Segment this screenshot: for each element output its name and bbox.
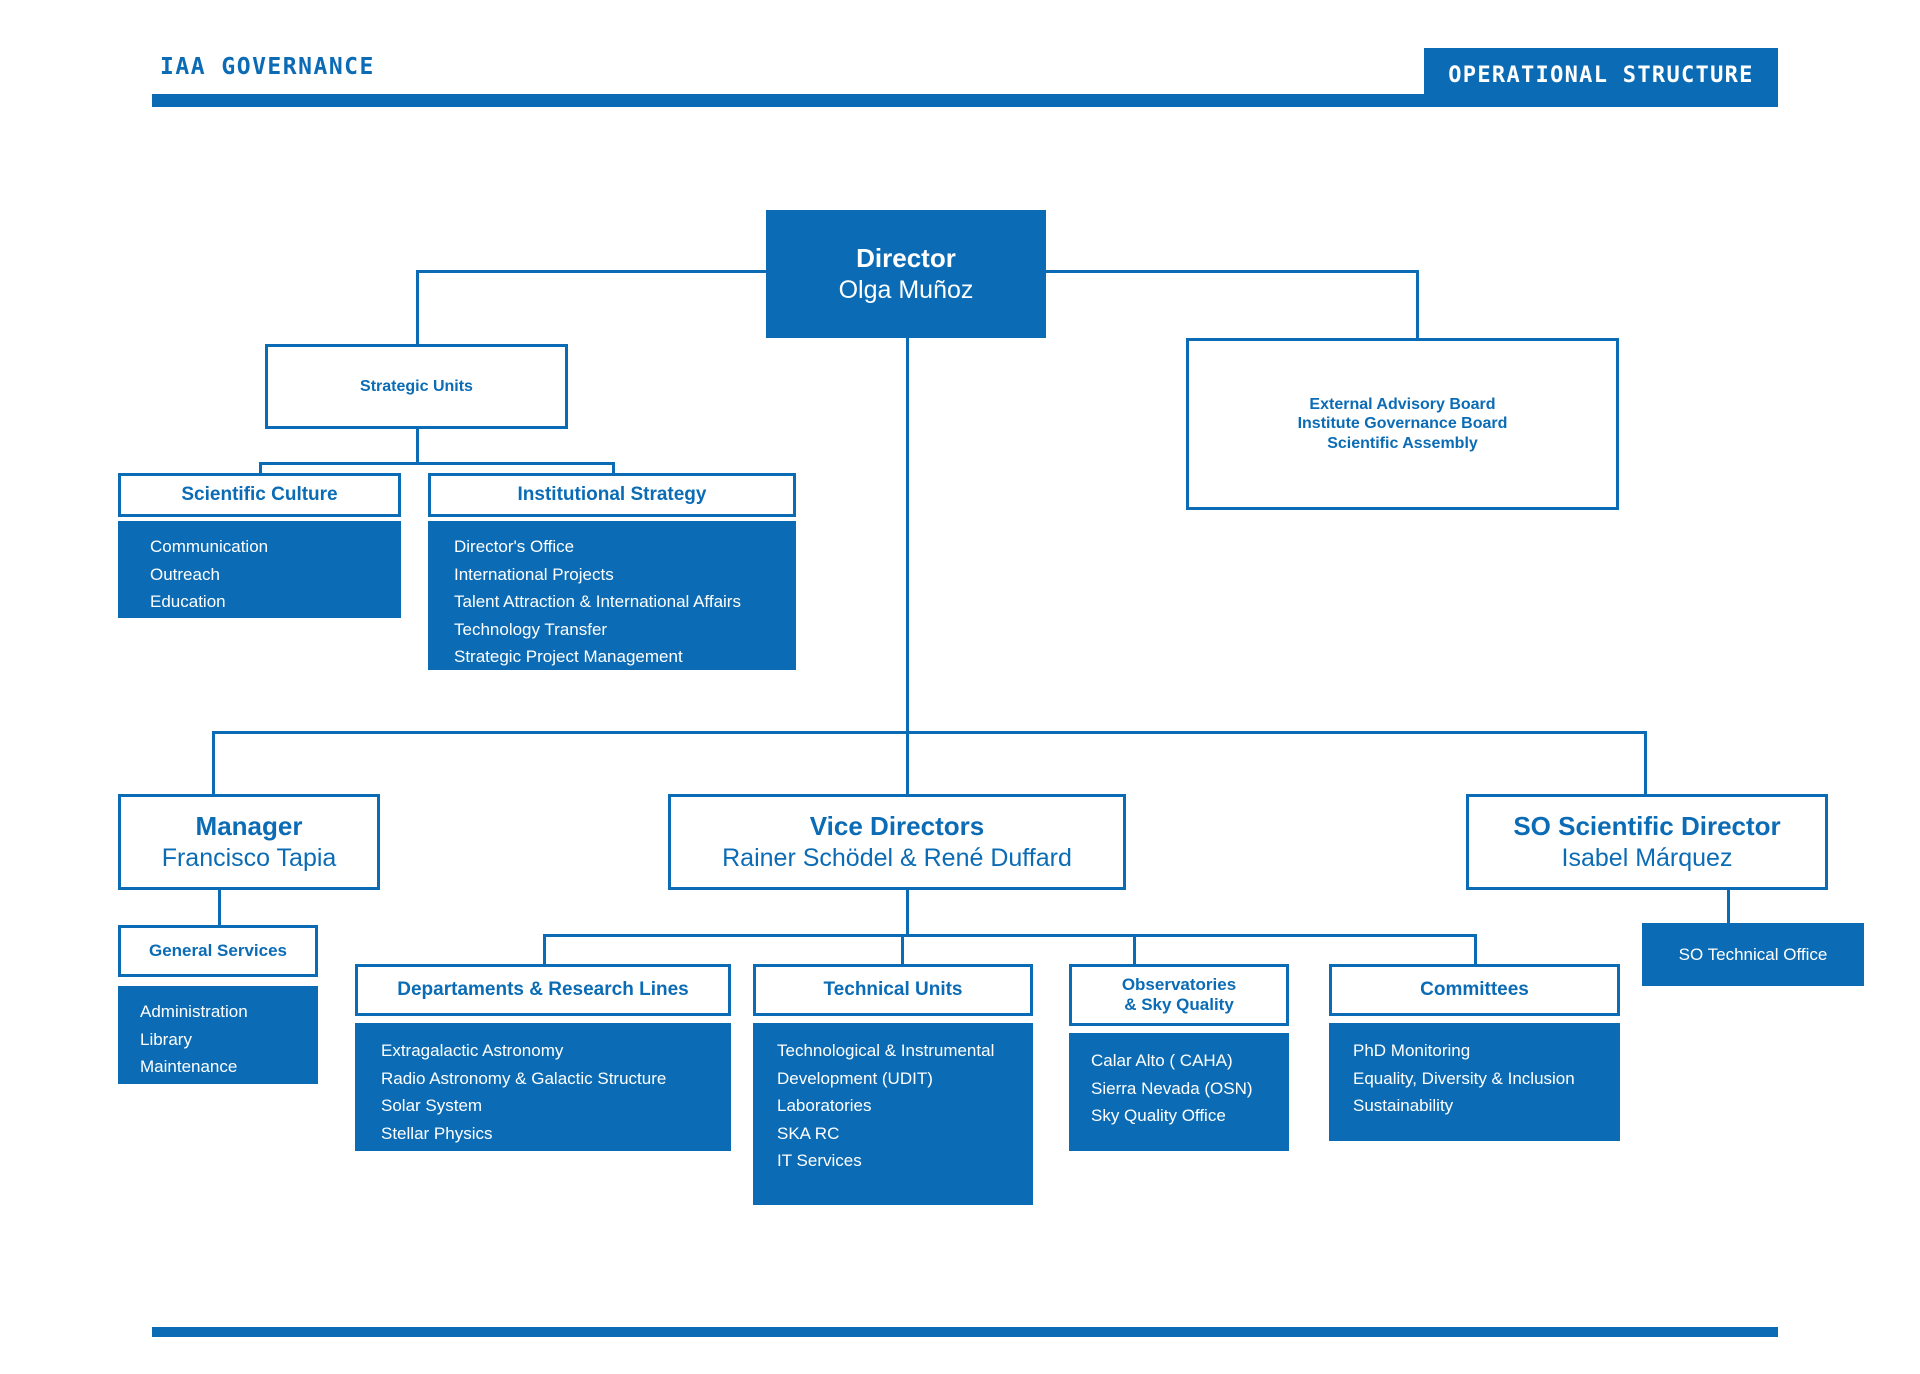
page-header: IAA GOVERNANCE OPERATIONAL STRUCTURE	[0, 0, 1920, 120]
general-services-title: General Services	[149, 940, 287, 960]
list-item: Extragalactic Astronomy	[381, 1041, 564, 1060]
connector-vd-to-committees	[1474, 934, 1477, 964]
list-item: Communication	[150, 537, 269, 556]
list-item: Outreach	[150, 564, 220, 584]
list-item: Technology Transfer	[454, 619, 608, 639]
list-item: Equality, Diversity & Inclusion	[1353, 1068, 1575, 1088]
connector-su-down-stub	[416, 429, 419, 463]
list-general-services: Administration Library Maintenance	[118, 986, 318, 1084]
list-item: Calar Alto ( CAHA)	[1091, 1051, 1233, 1070]
node-strategic-units[interactable]: Strategic Units	[265, 344, 568, 429]
list-item: Library	[140, 1029, 192, 1049]
connector-director-main-spine	[906, 336, 909, 731]
list-item: Sky Quality Office	[1091, 1106, 1226, 1126]
list-item: Administration	[140, 1002, 248, 1021]
list-item: SKA RC	[777, 1123, 840, 1143]
header-divider-rule	[152, 94, 1778, 107]
list-item: Technological & Instrumental Development…	[777, 1041, 995, 1088]
connector-lower-bus	[212, 731, 1647, 734]
departments-title: Departaments & Research Lines	[397, 978, 689, 1000]
so-technical-office-label: SO Technical Office	[1678, 944, 1828, 964]
node-director[interactable]: Director Olga Muñoz	[766, 210, 1046, 338]
observatories-title-line1: Observatories	[1121, 974, 1237, 994]
board-scientific-assembly: Scientific Assembly	[1327, 434, 1478, 452]
node-institutional-strategy[interactable]: Institutional Strategy	[428, 473, 796, 517]
node-so-scientific-director[interactable]: SO Scientific Director Isabel Márquez	[1466, 794, 1828, 890]
scientific-culture-title: Scientific Culture	[181, 483, 338, 505]
connector-to-boards	[1416, 270, 1419, 338]
technical-units-title: Technical Units	[823, 978, 963, 1000]
node-manager[interactable]: Manager Francisco Tapia	[118, 794, 380, 890]
connector-to-so-scientific-director	[1644, 731, 1647, 794]
connector-to-vice-directors	[906, 731, 909, 794]
vice-directors-names: Rainer Schödel & René Duffard	[722, 843, 1072, 872]
node-vice-directors[interactable]: Vice Directors Rainer Schödel & René Duf…	[668, 794, 1126, 890]
director-name: Olga Muñoz	[838, 275, 974, 304]
node-governance-boards[interactable]: External Advisory Board Institute Govern…	[1186, 338, 1619, 510]
connector-vd-to-departments	[543, 934, 546, 964]
list-technical-units: Technological & Instrumental Development…	[753, 1023, 1033, 1205]
committees-title: Committees	[1420, 978, 1529, 1000]
list-item: Radio Astronomy & Galactic Structure	[381, 1068, 667, 1088]
list-item: PhD Monitoring	[1353, 1041, 1471, 1060]
connector-vd-to-technical-units	[901, 934, 904, 964]
manager-role: Manager	[195, 810, 303, 841]
list-item: International Projects	[454, 564, 614, 584]
list-item: Education	[150, 592, 226, 612]
list-institutional-strategy: Director's Office International Projects…	[428, 521, 796, 670]
observatories-title-line2: & Sky Quality	[1124, 995, 1234, 1014]
header-badge-label: OPERATIONAL STRUCTURE	[1448, 62, 1754, 88]
connector-to-strategic-units	[416, 270, 419, 344]
director-role: Director	[856, 242, 956, 273]
connector-vd-down-stub	[906, 890, 909, 936]
list-item: Solar System	[381, 1096, 483, 1116]
connector-su-to-scientific-culture	[259, 462, 262, 475]
list-item: Maintenance	[140, 1057, 238, 1077]
list-departments-research-lines: Extragalactic Astronomy Radio Astronomy …	[355, 1023, 731, 1151]
manager-name: Francisco Tapia	[161, 843, 337, 872]
node-so-technical-office[interactable]: SO Technical Office	[1642, 923, 1864, 986]
connector-su-bus	[259, 462, 615, 465]
list-item: Stellar Physics	[381, 1123, 493, 1143]
so-scientific-director-role: SO Scientific Director	[1513, 810, 1781, 841]
vice-directors-role: Vice Directors	[809, 810, 985, 841]
connector-to-manager	[212, 731, 215, 794]
node-committees[interactable]: Committees	[1329, 964, 1620, 1016]
institutional-strategy-title: Institutional Strategy	[517, 483, 707, 505]
list-item: Director's Office	[454, 537, 575, 556]
list-committees: PhD Monitoring Equality, Diversity & Inc…	[1329, 1023, 1620, 1141]
list-item: Sierra Nevada (OSN)	[1091, 1078, 1253, 1098]
connector-manager-to-general-services	[218, 890, 221, 927]
list-item: Strategic Project Management	[454, 647, 683, 667]
board-external-advisory: External Advisory Board	[1309, 395, 1496, 413]
node-scientific-culture[interactable]: Scientific Culture	[118, 473, 401, 517]
list-item: Laboratories	[777, 1096, 872, 1116]
node-departments-research-lines[interactable]: Departaments & Research Lines	[355, 964, 731, 1016]
connector-so-to-technical-office	[1727, 890, 1730, 923]
footer-divider-rule	[152, 1327, 1778, 1337]
header-badge: OPERATIONAL STRUCTURE	[1424, 48, 1778, 102]
list-item: Talent Attraction & International Affair…	[454, 592, 741, 612]
node-technical-units[interactable]: Technical Units	[753, 964, 1033, 1016]
node-general-services[interactable]: General Services	[118, 925, 318, 977]
list-item: IT Services	[777, 1151, 862, 1171]
page-title: IAA GOVERNANCE	[160, 54, 375, 80]
list-observatories-sky-quality: Calar Alto ( CAHA) Sierra Nevada (OSN) S…	[1069, 1033, 1289, 1151]
connector-su-to-institutional-strategy	[612, 462, 615, 475]
node-observatories-sky-quality[interactable]: Observatories & Sky Quality	[1069, 964, 1289, 1026]
list-scientific-culture: Communication Outreach Education	[118, 521, 401, 618]
connector-vd-to-observatories	[1133, 934, 1136, 964]
list-item: Sustainability	[1353, 1096, 1454, 1116]
strategic-units-title: Strategic Units	[360, 377, 473, 395]
board-institute-governance: Institute Governance Board	[1297, 415, 1508, 433]
so-scientific-director-name: Isabel Márquez	[1561, 843, 1733, 872]
connector-vd-bus	[543, 934, 1477, 937]
